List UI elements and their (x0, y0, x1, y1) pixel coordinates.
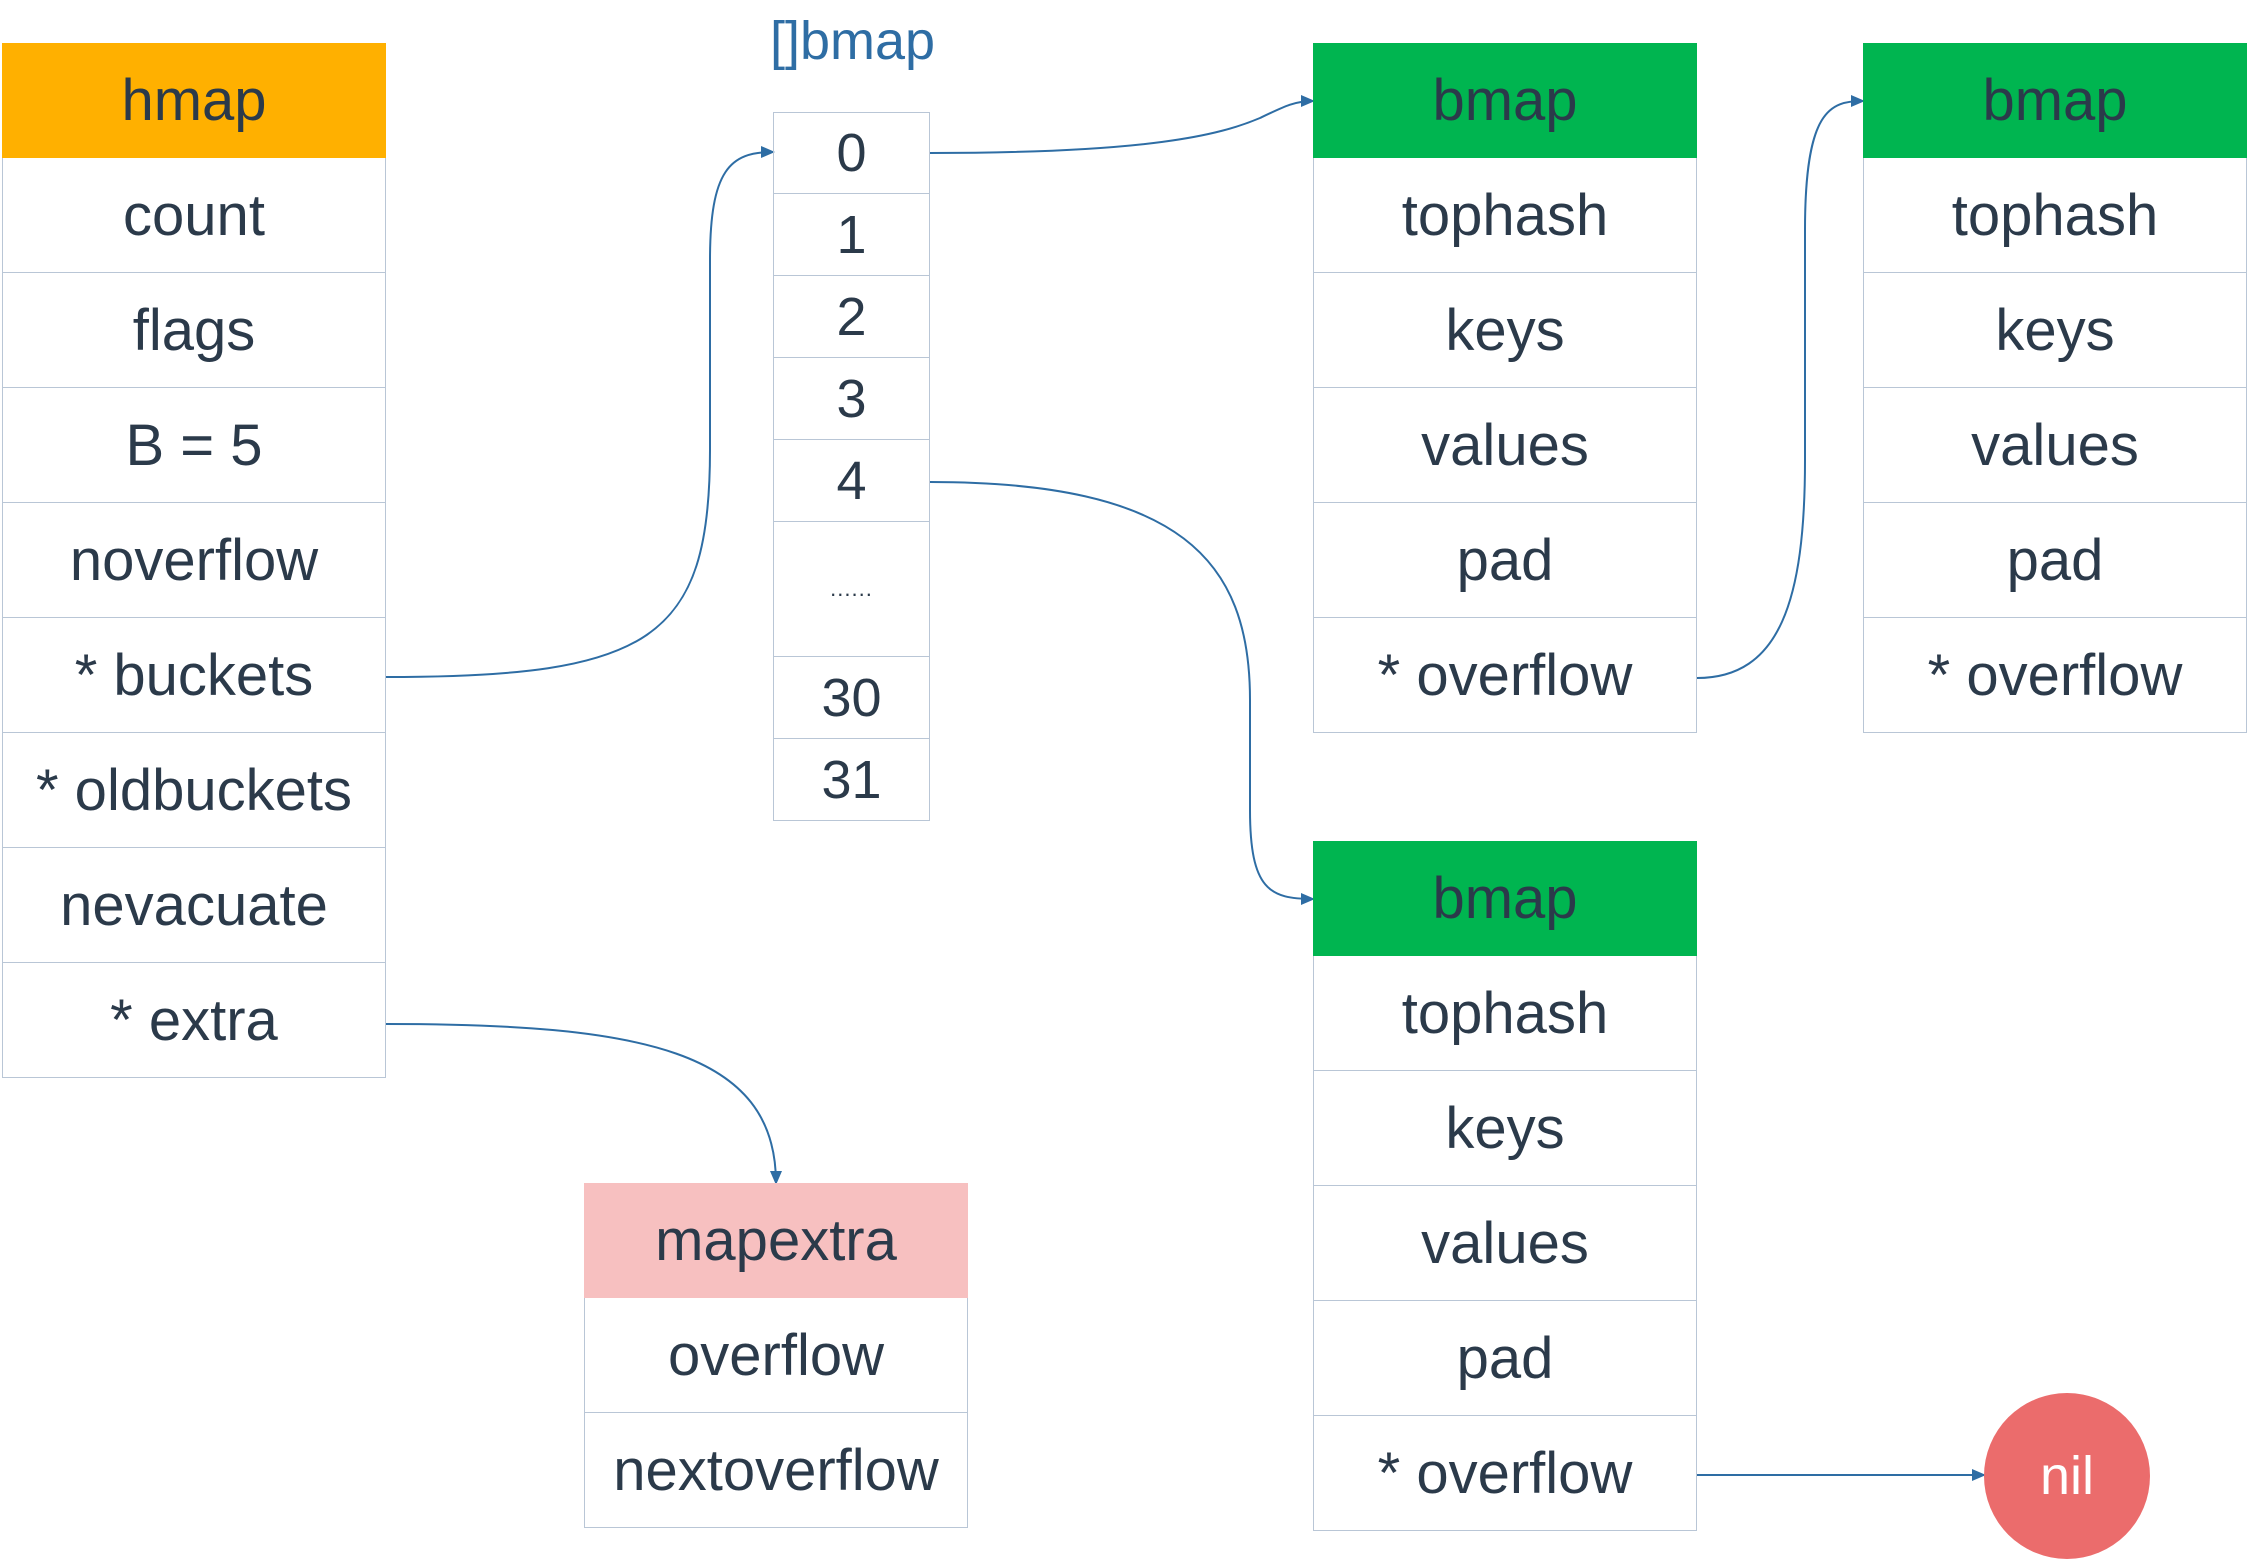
nil-node: nil (1984, 1393, 2150, 1559)
bmap-header: bmap (1313, 43, 1697, 158)
bmap-header: bmap (1313, 841, 1697, 956)
hmap-field-nevacuate: nevacuate (2, 848, 386, 963)
bmap-bucket-4: bmap tophash keys values pad * overflow (1313, 841, 1697, 1531)
bucket-array-ellipsis: ...... (773, 522, 930, 657)
connector-buckets-to-array (385, 146, 775, 678)
connector-overflow-to-bmap (1696, 95, 1865, 679)
bucket-array-index-0: 0 (773, 112, 930, 194)
hmap-field-count: count (2, 158, 386, 273)
bucket-array-index-30: 30 (773, 657, 930, 739)
bucket-array: 0 1 2 3 4 ...... 30 31 (773, 112, 930, 821)
bucket-array-title: []bmap (769, 11, 936, 71)
bmap-field-values: values (1313, 388, 1697, 503)
bmap-field-keys: keys (1863, 273, 2247, 388)
bucket-array-index-31: 31 (773, 739, 930, 821)
bucket-array-index-2: 2 (773, 276, 930, 358)
hmap-field-extra: * extra (2, 963, 386, 1078)
connector-index4-to-bmap (929, 481, 1315, 905)
bmap-field-pad: pad (1863, 503, 2247, 618)
bucket-array-index-1: 1 (773, 194, 930, 276)
hmap-field-noverflow: noverflow (2, 503, 386, 618)
bucket-array-index-3: 3 (773, 358, 930, 440)
hmap-field-buckets: * buckets (2, 618, 386, 733)
hmap-field-b: B = 5 (2, 388, 386, 503)
bmap-field-pad: pad (1313, 503, 1697, 618)
hmap-field-oldbuckets: * oldbuckets (2, 733, 386, 848)
hmap-field-flags: flags (2, 273, 386, 388)
mapextra-struct: mapextra overflow nextoverflow (584, 1183, 968, 1528)
bmap-field-keys: keys (1313, 273, 1697, 388)
bmap-field-overflow: * overflow (1863, 618, 2247, 733)
bmap-bucket-0: bmap tophash keys values pad * overflow (1313, 43, 1697, 733)
connector-index0-to-bmap (929, 95, 1315, 154)
bmap-field-overflow: * overflow (1313, 618, 1697, 733)
bucket-array-index-4: 4 (773, 440, 930, 522)
bmap-field-tophash: tophash (1313, 158, 1697, 273)
connector-extra-to-mapextra (385, 1023, 782, 1185)
mapextra-header: mapextra (584, 1183, 968, 1298)
bmap-field-tophash: tophash (1863, 158, 2247, 273)
hmap-struct: hmap count flags B = 5 noverflow * bucke… (2, 43, 386, 1078)
bmap-header: bmap (1863, 43, 2247, 158)
bmap-field-keys: keys (1313, 1071, 1697, 1186)
mapextra-field-nextoverflow: nextoverflow (584, 1413, 968, 1528)
bmap-field-values: values (1313, 1186, 1697, 1301)
bmap-field-values: values (1863, 388, 2247, 503)
hmap-header: hmap (2, 43, 386, 158)
bmap-field-pad: pad (1313, 1301, 1697, 1416)
bmap-overflow-bucket: bmap tophash keys values pad * overflow (1863, 43, 2247, 733)
bmap-field-overflow: * overflow (1313, 1416, 1697, 1531)
bmap-field-tophash: tophash (1313, 956, 1697, 1071)
mapextra-field-overflow: overflow (584, 1298, 968, 1413)
